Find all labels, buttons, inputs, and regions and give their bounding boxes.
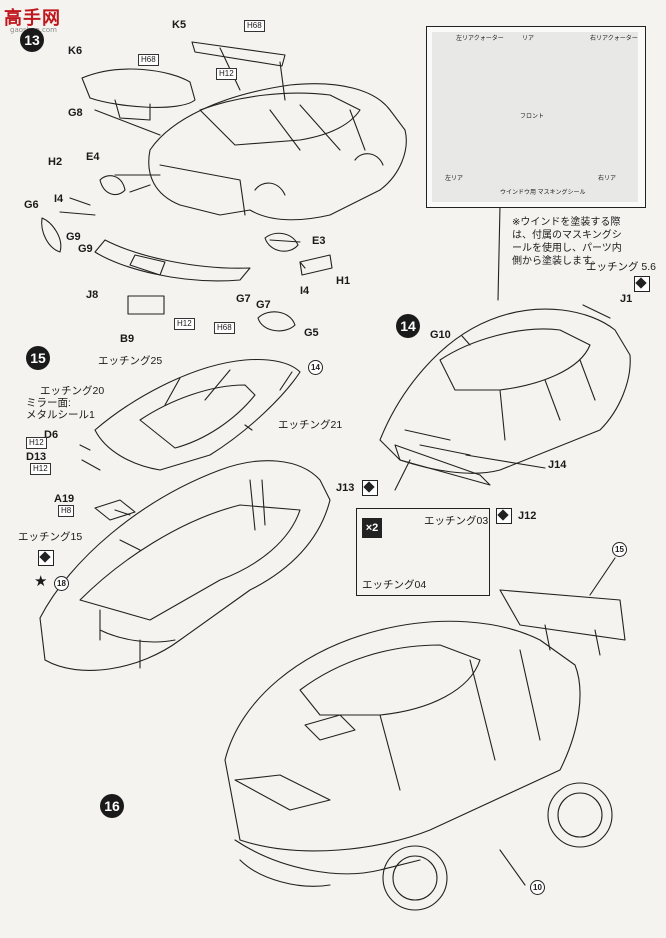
step16-complete-car xyxy=(224,589,626,911)
wiper-blades xyxy=(397,429,471,581)
etching-5-6-label: エッチング 5.6 xyxy=(586,261,657,273)
part-g9-upper: G9 xyxy=(66,231,81,243)
masking-sheet-inset xyxy=(426,26,646,208)
part-j1: J1 xyxy=(620,293,633,305)
paint-h12-d: H12 xyxy=(30,463,51,475)
etching-04-label: エッチング04 xyxy=(362,579,427,591)
g5-lens xyxy=(257,311,296,332)
paint-h12-b: H12 xyxy=(174,318,195,330)
paint-h8: H8 xyxy=(58,505,75,517)
g6-lens xyxy=(41,217,62,253)
mask-label-right-rear: 右リア xyxy=(598,176,617,182)
step13-body-shell xyxy=(148,83,407,221)
paint-h68-k5: H68 xyxy=(244,20,265,32)
etching-03-label: エッチング03 xyxy=(424,515,489,527)
e3-lamp xyxy=(264,232,299,252)
part-j14: J14 xyxy=(548,459,567,471)
mirror-face-label: ミラー面: xyxy=(26,397,71,409)
mask-label-front: フロント xyxy=(520,114,545,120)
k6-rear-wing xyxy=(81,68,196,121)
part-g7-left: G7 xyxy=(236,293,251,305)
part-j13: J13 xyxy=(336,482,355,494)
b9-license-plate xyxy=(127,295,165,315)
step-number-16: 16 xyxy=(100,794,124,818)
part-h1: H1 xyxy=(336,275,351,287)
mask-label-right-rear-quarter: 右リアクォーター xyxy=(590,36,638,42)
part-d13: D13 xyxy=(26,451,47,463)
etching-25-label: エッチング25 xyxy=(98,355,163,367)
part-g7-right: G7 xyxy=(256,299,271,311)
part-i4-right: I4 xyxy=(300,285,310,297)
mask-label-left-rear: 左リア xyxy=(445,176,464,182)
mask-label-rear: リア xyxy=(522,36,535,42)
ref-circle-18: 18 xyxy=(54,576,69,591)
ref-circle-15: 15 xyxy=(612,542,627,557)
etching-20-label: エッチング20 xyxy=(40,385,105,397)
e4-lamp xyxy=(99,175,126,196)
paint-h68-c: H68 xyxy=(214,322,235,334)
part-g5: G5 xyxy=(304,327,319,339)
step14-body-shell xyxy=(379,308,631,486)
paint-h12-c: H12 xyxy=(26,437,47,449)
h1-reflector xyxy=(299,254,333,276)
masking-sheet xyxy=(432,32,638,202)
mask-sheet-code: ウインドウ用 マスキングシール xyxy=(500,190,586,196)
k5-roof-spoiler xyxy=(191,41,286,67)
paint-h68-k6: H68 xyxy=(138,54,159,66)
etching-21-label: エッチング21 xyxy=(278,419,343,431)
part-g6: G6 xyxy=(24,199,39,211)
step-number-14: 14 xyxy=(396,314,420,338)
part-b9: B9 xyxy=(120,333,135,345)
mask-label-left-rear-quarter: 左リアクォーター xyxy=(456,36,504,42)
part-d6: D6 xyxy=(44,429,59,441)
part-e4: E4 xyxy=(86,151,100,163)
part-i4-left: I4 xyxy=(54,193,64,205)
j8-rear-bumper xyxy=(94,239,251,282)
part-g10: G10 xyxy=(430,329,451,341)
glue-symbol-a19 xyxy=(38,550,54,566)
ref-circle-10: 10 xyxy=(530,880,545,895)
quantity-x2-badge: ×2 xyxy=(362,518,382,538)
glue-symbol-j1 xyxy=(634,276,650,292)
part-j12: J12 xyxy=(518,510,537,522)
part-a19: A19 xyxy=(54,493,75,505)
part-h2: H2 xyxy=(48,156,63,168)
part-g9-lower: G9 xyxy=(78,243,93,255)
star-icon: ★ xyxy=(34,573,48,590)
glue-symbol-j13 xyxy=(362,480,378,496)
part-k6: K6 xyxy=(68,45,83,57)
painting-note: ※ウインドを塗装する際 は、付属のマスキングシ ールを使用し、パーツ内 側から塗… xyxy=(512,217,622,267)
part-j8: J8 xyxy=(86,289,99,301)
step-number-15: 15 xyxy=(26,346,50,370)
step15-interior-tub xyxy=(39,358,331,671)
paint-h12-a: H12 xyxy=(216,68,237,80)
step-number-13: 13 xyxy=(20,28,44,52)
part-e3: E3 xyxy=(312,235,326,247)
metal-seal-label: メタルシール1 xyxy=(26,409,95,421)
part-k5: K5 xyxy=(172,19,187,31)
a19-part xyxy=(94,499,136,521)
etching-15-label: エッチング15 xyxy=(18,531,83,543)
glue-symbol-j12 xyxy=(496,508,512,524)
ref-circle-14: 14 xyxy=(308,360,323,375)
part-g8: G8 xyxy=(68,107,83,119)
